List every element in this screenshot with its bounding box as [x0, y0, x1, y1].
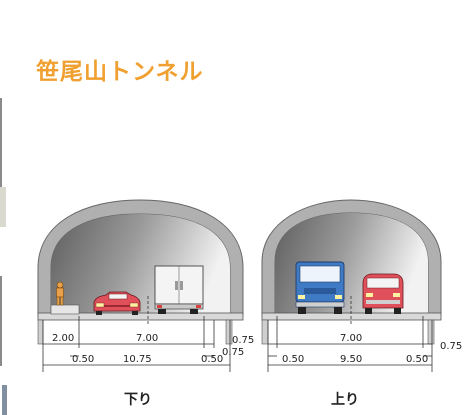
right-lane-width: 7.00 [340, 333, 362, 344]
right-dimension-lines [267, 316, 433, 372]
right-edge-width: 0.75 [440, 341, 462, 352]
right-total-width: 9.50 [340, 354, 362, 365]
caption-inbound: 上り [331, 392, 359, 408]
left-tunnel [37, 199, 244, 345]
left-lane-width: 7.00 [136, 333, 158, 344]
caption-outbound: 下り [124, 392, 152, 408]
left-road-slab [37, 312, 244, 321]
pedestrian-icon [56, 281, 64, 306]
left-shoulder-right: 0.50 [201, 354, 223, 365]
left-sidewalk-width: 2.00 [52, 333, 74, 344]
left-edge-width: 0.75 [232, 335, 254, 346]
left-total-width: 10.75 [123, 354, 152, 365]
left-shoulder-left: 0.50 [72, 354, 94, 365]
blue-truck-icon [295, 261, 345, 314]
left-dimension-lines [42, 316, 231, 372]
right-shoulder-right: 0.50 [406, 354, 428, 365]
left-sidewalk [50, 304, 80, 315]
right-shoulder-left: 0.50 [282, 354, 304, 365]
truck-icon [154, 265, 204, 314]
left-edge-fragments [0, 98, 7, 415]
page-title: 笹尾山トンネル [36, 59, 204, 85]
right-tunnel [261, 199, 442, 345]
red-car-icon [93, 291, 141, 315]
left-edge-width-low: 0.75 [222, 347, 244, 358]
red-car-right-icon [362, 273, 404, 314]
right-road-slab [261, 312, 442, 321]
